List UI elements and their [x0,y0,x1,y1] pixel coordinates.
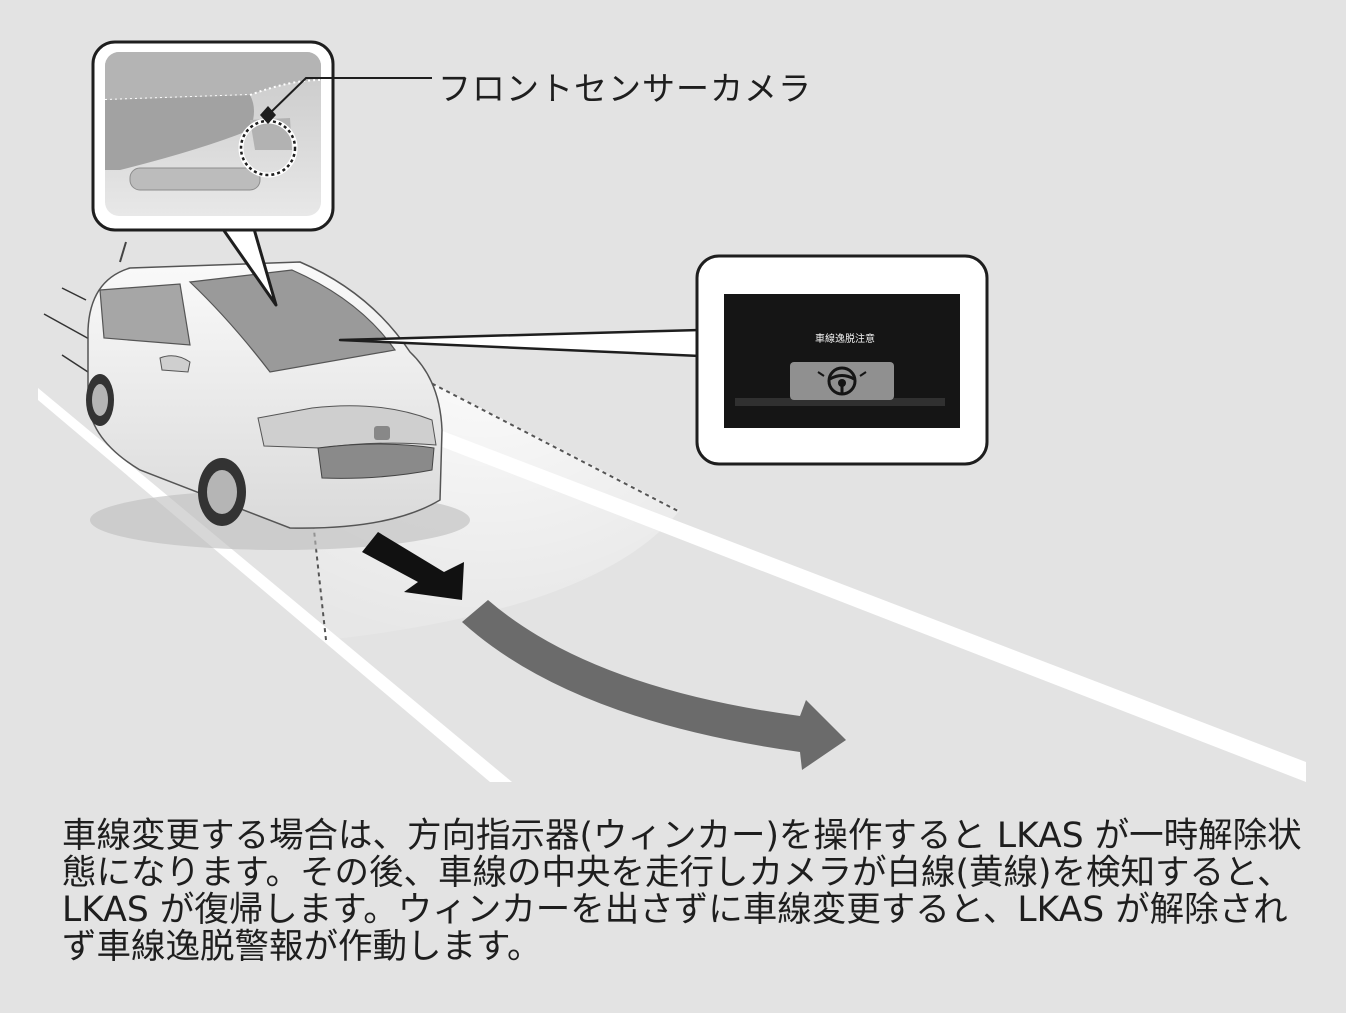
camera-callout-label: フロントセンサーカメラ [438,69,812,108]
left-lane-line [38,388,512,782]
description-text: 車線変更する場合は、方向指示器(ウィンカー)を操作すると LKAS が一時解除状… [62,816,1302,967]
direction-arrows [362,532,846,770]
lane-change-arrow [462,600,846,770]
lane-departure-warning-text: 車線逸脱注意 [815,334,875,345]
steering-wheel-icon [817,366,867,396]
display-callout [338,254,989,466]
camera-inset [91,40,432,307]
lkas-illustration [38,40,1306,782]
callout-leader-line [267,77,432,116]
car-illustration [86,241,470,550]
display-screen [724,294,960,428]
short-arrow [362,532,464,600]
